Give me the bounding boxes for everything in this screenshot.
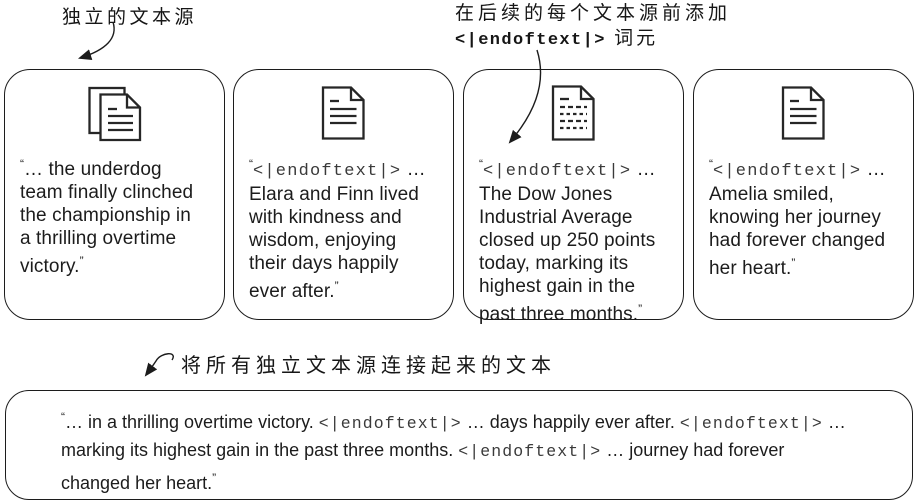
document-icon xyxy=(315,84,373,142)
text-segment-mono: <|endoftext|> xyxy=(458,442,602,461)
label-add-endoftext-token: 在后续的每个文本源前添加 <|endoftext|> 词元 xyxy=(455,1,731,53)
text-segment-plain: … Amelia smiled, knowing her journey had… xyxy=(709,159,886,279)
text-segment-mono: <|endoftext|> xyxy=(253,162,402,181)
text-segment-quote: “ xyxy=(61,410,65,424)
label-concatenated-text: 将所有独立文本源连接起来的文本 xyxy=(181,355,556,377)
text-source-card-2: “<|endoftext|> … Elara and Finn lived wi… xyxy=(233,69,454,320)
text-segment-quote: “ xyxy=(20,157,24,171)
source-text-1: “… the underdog team finally clinched th… xyxy=(20,153,203,278)
text-segment-plain: 词元 xyxy=(605,28,659,49)
text-segment-quote: ” xyxy=(638,302,643,316)
text-segment-plain: … The Dow Jones Industrial Average close… xyxy=(479,159,656,325)
text-source-card-3: “<|endoftext|> … The Dow Jones Industria… xyxy=(463,69,684,325)
text-segment-plain: … marking its highest gain in the past t… xyxy=(61,412,846,460)
text-segment-quote: ” xyxy=(334,279,339,293)
source-text-4: “<|endoftext|> … Amelia smiled, knowing … xyxy=(709,153,892,280)
text-segment-quote: “ xyxy=(249,157,253,171)
text-segment-plain: … journey had forever changed her heart. xyxy=(61,440,785,493)
text-segment-quote: ” xyxy=(791,256,796,270)
text-source-card-4: “<|endoftext|> … Amelia smiled, knowing … xyxy=(693,69,914,320)
arrow-to-concatenated-text xyxy=(144,353,174,377)
text-segment-mono: <|endoftext|> xyxy=(318,414,462,433)
text-segment-plain: … days happily ever after. xyxy=(461,412,680,432)
text-segment-mono: <|endoftext|> xyxy=(713,162,862,181)
text-segment-mono: <|endoftext|> xyxy=(483,162,632,181)
text-segment-quote: ” xyxy=(79,254,84,268)
text-segment-mono: <|endoftext|> xyxy=(679,414,823,433)
label-independent-text-sources: 独立的文本源 xyxy=(62,7,198,28)
text-segment-quote: “ xyxy=(709,157,713,171)
documents-stack-icon xyxy=(86,84,144,142)
text-segment-monob: <|endoftext|> xyxy=(455,31,606,50)
document-dashed-lines-icon xyxy=(545,84,603,142)
label-add-endoftext-line2: <|endoftext|> 词元 xyxy=(455,26,731,53)
source-text-3: “<|endoftext|> … The Dow Jones Industria… xyxy=(479,153,662,326)
text-source-card-1: “… the underdog team finally clinched th… xyxy=(4,69,225,320)
text-segment-quote: “ xyxy=(479,157,483,171)
concatenated-text: “… in a thrilling overtime victory. <|en… xyxy=(61,404,856,496)
text-segment-plain: … the underdog team finally clinched the… xyxy=(20,159,194,277)
concatenated-text-card: “… in a thrilling overtime victory. <|en… xyxy=(5,390,913,500)
text-segment-plain: … Elara and Finn lived with kindness and… xyxy=(249,159,426,302)
text-segment-plain: … in a thrilling overtime victory. xyxy=(65,412,319,432)
text-segment-quote: ” xyxy=(212,471,217,485)
document-icon xyxy=(775,84,833,142)
label-add-endoftext-line1: 在后续的每个文本源前添加 xyxy=(455,3,732,24)
source-text-2: “<|endoftext|> … Elara and Finn lived wi… xyxy=(249,153,432,303)
